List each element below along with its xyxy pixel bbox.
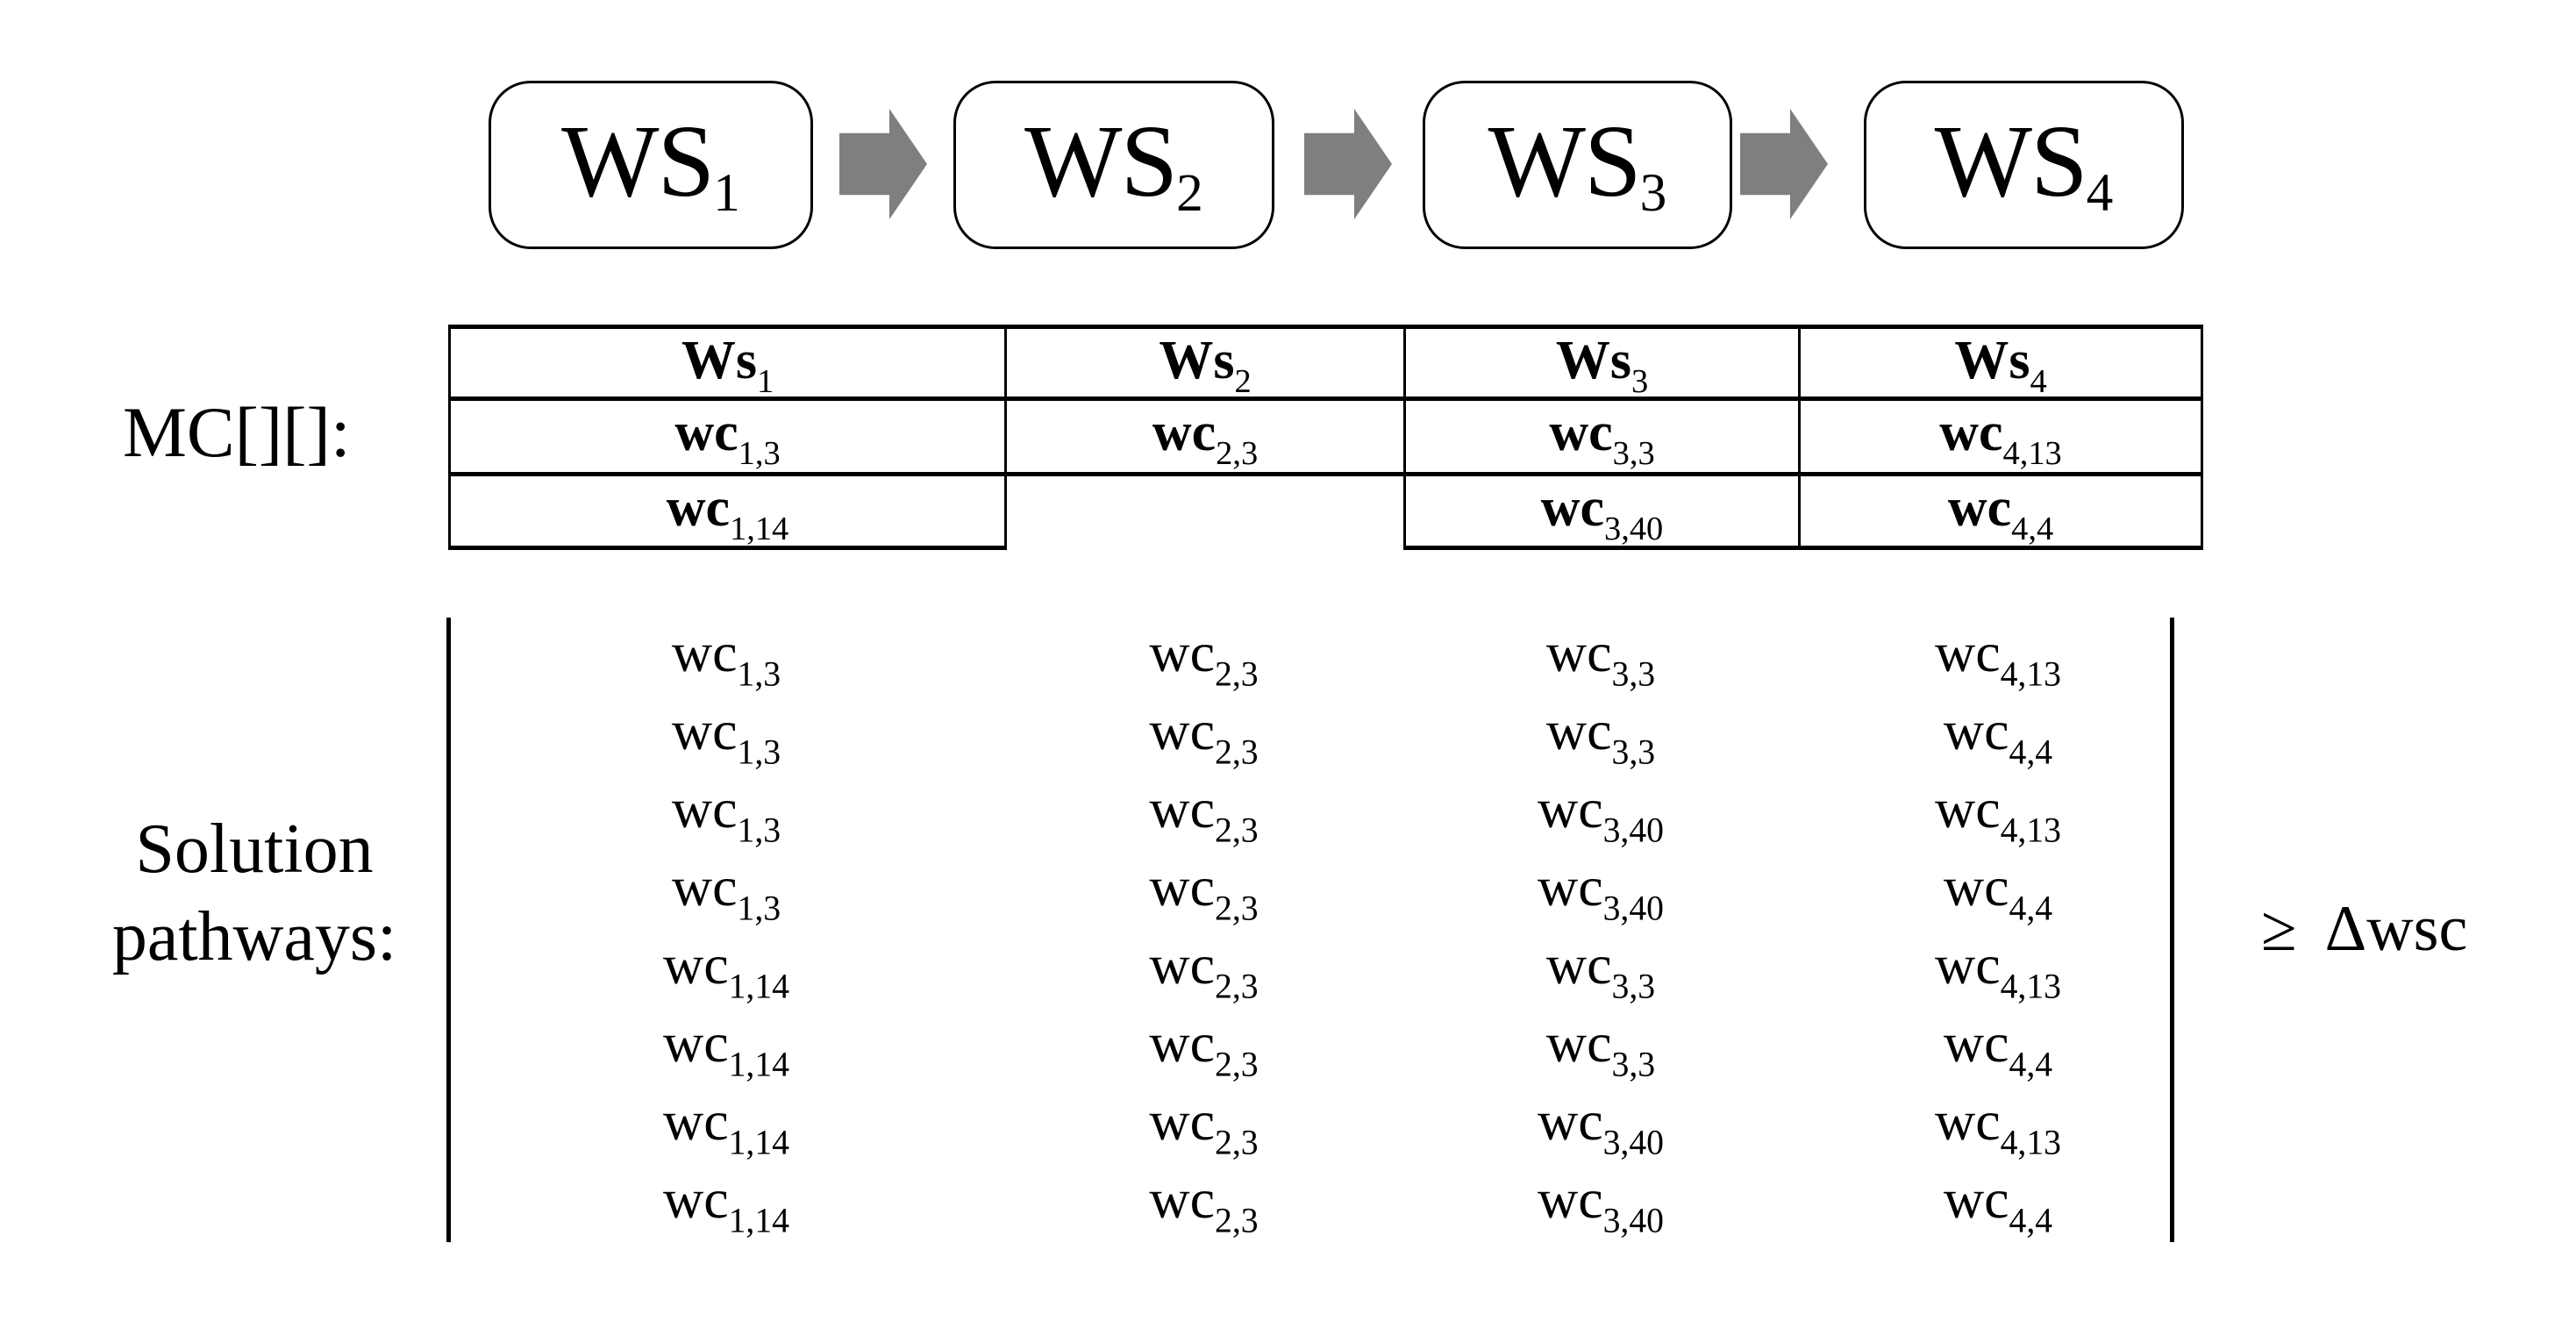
pathway-cell: wc4,13 xyxy=(1934,1089,2062,1162)
matrix-cell: wc3,3 xyxy=(1406,401,1801,476)
pathway-cell: wc3,40 xyxy=(1537,854,1665,928)
flow-arrow-icon xyxy=(1740,109,1828,219)
workflow-node-subscript: 4 xyxy=(2086,162,2114,223)
matrix-header-label: Ws3 xyxy=(1555,331,1649,401)
matrix-table: Ws1 Ws2 Ws3 Ws4 wc1,3 wc2,3 wc3,3 wc4,13… xyxy=(448,325,2203,550)
pathways-label-line1: Solution xyxy=(135,811,374,888)
pathways-label-line2: pathways: xyxy=(111,898,397,975)
pathway-cell: wc3,40 xyxy=(1537,1089,1665,1162)
matrix-header-cell: Ws1 xyxy=(451,329,1007,401)
matrix-header-cell: Ws3 xyxy=(1406,329,1801,401)
matrix-cell: wc4,4 xyxy=(1801,476,2201,550)
workflow-node-subscript: 3 xyxy=(1639,162,1667,223)
pathway-row: wc1,14 wc2,3 wc3,40 wc4,4 xyxy=(448,1167,2198,1240)
pathway-cell: wc2,3 xyxy=(1149,776,1259,850)
matrix-cell-value: wc4,13 xyxy=(1939,403,2062,473)
workflow-node-label: WS4 xyxy=(1934,103,2114,223)
pathway-cell: wc1,14 xyxy=(662,1089,790,1162)
pathway-cell: wc3,40 xyxy=(1537,776,1665,850)
pathway-cell: wc4,4 xyxy=(1943,1011,2053,1084)
pathway-cell: wc2,3 xyxy=(1149,1011,1259,1084)
pathway-cell: wc4,4 xyxy=(1943,698,2053,772)
pathway-cell: wc3,3 xyxy=(1545,1011,1656,1084)
matrix-cell-value: wc3,3 xyxy=(1549,403,1655,473)
workflow-node-subscript: 2 xyxy=(1176,162,1203,223)
pathway-row: wc1,14 wc2,3 wc3,3 wc4,4 xyxy=(448,1011,2198,1084)
workflow-node-subscript: 1 xyxy=(713,162,740,223)
pathway-row: wc1,14 wc2,3 wc3,3 wc4,13 xyxy=(448,932,2198,1006)
matrix-header-cell: Ws4 xyxy=(1801,329,2201,401)
workflow-node-label: WS3 xyxy=(1488,103,1667,223)
pathway-cell: wc3,3 xyxy=(1545,620,1656,694)
matrix-cell-value: wc3,40 xyxy=(1540,478,1664,548)
pathway-cell: wc1,14 xyxy=(662,1167,790,1240)
matrix-header-label: Ws4 xyxy=(1954,331,2047,401)
matrix-label: MC[][]: xyxy=(123,392,351,472)
workflow-node-ws1: WS1 xyxy=(489,81,813,249)
workflow-node-label: WS2 xyxy=(1024,103,1203,223)
pathway-cell: wc2,3 xyxy=(1149,854,1259,928)
pathways-right-bar xyxy=(2170,618,2174,1242)
pathway-cell: wc2,3 xyxy=(1149,1167,1259,1240)
pathway-row: wc1,3 wc2,3 wc3,40 wc4,13 xyxy=(448,776,2198,850)
pathway-row: wc1,3 wc2,3 wc3,40 wc4,4 xyxy=(448,854,2198,928)
pathway-row: wc1,14 wc2,3 wc3,40 wc4,13 xyxy=(448,1089,2198,1162)
matrix-cell-value: wc1,14 xyxy=(666,478,789,548)
pathways-label: Solution pathways: xyxy=(70,805,439,981)
pathway-row: wc1,3 wc2,3 wc3,3 wc4,13 xyxy=(448,620,2198,694)
pathway-cell: wc4,4 xyxy=(1943,854,2053,928)
pathway-cell: wc3,40 xyxy=(1537,1167,1665,1240)
pathway-cell: wc1,14 xyxy=(662,932,790,1006)
pathway-cell: wc1,3 xyxy=(671,698,781,772)
pathway-cell: wc3,3 xyxy=(1545,698,1656,772)
workflow-node-ws2: WS2 xyxy=(953,81,1274,249)
matrix-header-label: Ws1 xyxy=(681,331,774,401)
pathway-cell: wc4,4 xyxy=(1943,1167,2053,1240)
matrix-cell-empty xyxy=(1007,476,1406,550)
pathways-left-bar xyxy=(446,618,451,1242)
pathway-cell: wc1,14 xyxy=(662,1011,790,1084)
greater-equal-symbol: ≥ xyxy=(2261,893,2297,965)
matrix-cell: wc1,14 xyxy=(451,476,1007,550)
pathway-cell: wc3,3 xyxy=(1545,932,1656,1006)
pathways-rows: wc1,3 wc2,3 wc3,3 wc4,13 wc1,3 wc2,3 wc3… xyxy=(448,619,2198,1244)
pathway-cell: wc2,3 xyxy=(1149,1089,1259,1162)
pathway-cell: wc4,13 xyxy=(1934,776,2062,850)
pathway-cell: wc2,3 xyxy=(1149,932,1259,1006)
matrix-cell-value: wc4,4 xyxy=(1947,478,2054,548)
workflow-node-label: WS1 xyxy=(561,103,740,223)
matrix-header-label: Ws2 xyxy=(1159,331,1252,401)
pathway-cell: wc4,13 xyxy=(1934,620,2062,694)
matrix-cell-value: wc2,3 xyxy=(1152,403,1259,473)
pathway-cell: wc2,3 xyxy=(1149,620,1259,694)
pathway-cell: wc1,3 xyxy=(671,854,781,928)
workflow-node-ws4: WS4 xyxy=(1864,81,2184,249)
matrix-cell: wc4,13 xyxy=(1801,401,2201,476)
flow-arrow-icon xyxy=(839,109,927,219)
matrix-header-cell: Ws2 xyxy=(1007,329,1406,401)
matrix-cell-value: wc1,3 xyxy=(674,403,781,473)
pathway-cell: wc2,3 xyxy=(1149,698,1259,772)
delta-wsc-term: Δwsc xyxy=(2324,893,2468,965)
workflow-node-ws3: WS3 xyxy=(1423,81,1732,249)
matrix-cell: wc1,3 xyxy=(451,401,1007,476)
pathway-cell: wc1,3 xyxy=(671,620,781,694)
pathway-row: wc1,3 wc2,3 wc3,3 wc4,4 xyxy=(448,698,2198,772)
flow-arrow-icon xyxy=(1304,109,1392,219)
matrix-cell: wc2,3 xyxy=(1007,401,1406,476)
inequality-text: ≥Δwsc xyxy=(2261,897,2467,961)
pathway-cell: wc4,13 xyxy=(1934,932,2062,1006)
matrix-cell: wc3,40 xyxy=(1406,476,1801,550)
pathway-cell: wc1,3 xyxy=(671,776,781,850)
